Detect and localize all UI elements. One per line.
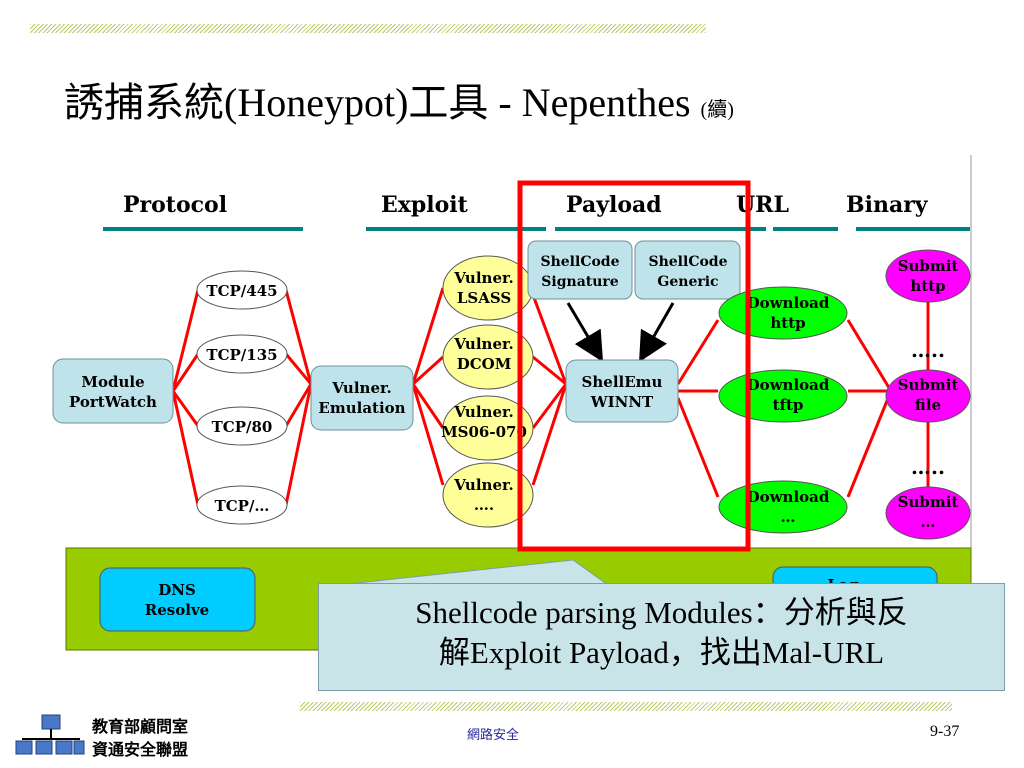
vuln-emulation-label-1: Vulner. (331, 379, 391, 397)
shellcode-generic-label-2: Generic (657, 274, 718, 290)
vulner-dcom-label-2: DCOM (457, 355, 512, 373)
footer-logo: 教育部顧問室 資通安全聯盟 (14, 713, 244, 763)
port-ellipse-other (196, 485, 288, 525)
vulner-other-ellipse (442, 462, 534, 528)
module-label-1: Module (81, 373, 144, 391)
ellipsis-upper: ….. (911, 338, 945, 362)
shellcode-signature-box (527, 240, 633, 300)
footer-course-title: 網路安全 (467, 728, 520, 743)
submit-file-ellipse (885, 369, 971, 423)
download-other-ellipse (718, 480, 848, 534)
vulner-other-label-1: Vulner. (453, 476, 513, 494)
download-http-label-1: Download (747, 294, 830, 312)
vulner-ms06-ellipse (442, 395, 534, 461)
dns-resolve-box (99, 567, 256, 632)
download-other-label-1: Download (747, 488, 830, 506)
shellcode-arrows (566, 302, 675, 363)
vulner-other-label-2: …. (474, 496, 494, 514)
logo-line-2: 資通安全聯盟 (92, 740, 188, 759)
flow-edges (171, 287, 930, 506)
submit-http-label-2: http (910, 277, 945, 295)
download-tftp-label-1: Download (747, 376, 830, 394)
port-label-445: TCP/445 (206, 282, 277, 300)
submit-http-label-1: Submit (898, 257, 959, 275)
submit-http-ellipse (885, 249, 971, 303)
download-http-label-2: http (770, 314, 805, 332)
page-number: 9-37 (930, 723, 960, 740)
port-ellipse-135 (196, 334, 288, 374)
submit-other-label-2: … (921, 513, 936, 531)
column-header-binary: Binary (846, 192, 929, 218)
port-label-135: TCP/135 (206, 346, 277, 364)
payload-highlight-box (517, 180, 751, 552)
shellcode-generic-label-1: ShellCode (648, 254, 727, 270)
column-header-protocol: Protocol (123, 192, 227, 218)
vulner-dcom-ellipse (442, 324, 534, 390)
dns-label-2: Resolve (145, 601, 209, 619)
column-header-payload: Payload (566, 192, 662, 218)
ellipsis-lower: ….. (911, 455, 945, 479)
shellemu-label-2: WINNT (590, 393, 654, 411)
vulner-ms06-label-2: MS06-070 (441, 423, 527, 441)
port-ellipse-445 (196, 270, 288, 310)
download-tftp-ellipse (718, 369, 848, 423)
shellcode-generic-box (634, 240, 741, 300)
port-label-other: TCP/… (215, 497, 270, 515)
shellemu-box (565, 359, 679, 423)
column-header-url: URL (736, 192, 789, 218)
vuln-emulation-label-2: Emulation (318, 399, 405, 417)
vulner-ms06-label-1: Vulner. (453, 403, 513, 421)
submit-other-label-1: Submit (898, 493, 959, 511)
shellemu-label-1: ShellEmu (582, 373, 663, 391)
note-line-1: Shellcode parsing Modules：分析與反 (415, 595, 908, 630)
port-label-80: TCP/80 (212, 418, 273, 436)
title-suffix: (續) (700, 99, 734, 121)
vulner-lsass-label-2: LSASS (457, 289, 511, 307)
column-header-exploit: Exploit (381, 192, 469, 218)
note-line-2: 解Exploit Payload，找出Mal-URL (438, 635, 885, 670)
shellcode-signature-label-2: Signature (541, 274, 618, 290)
port-ellipse-80 (196, 406, 288, 446)
slide-title: 誘捕系統(Honeypot)工具 - Nepenthes (續) (64, 70, 734, 128)
vuln-emulation-box (310, 365, 414, 431)
top-hatch-bar (30, 24, 706, 33)
submit-other-ellipse (885, 486, 971, 540)
dns-label-1: DNS (158, 581, 196, 599)
vulner-lsass-label-1: Vulner. (453, 269, 513, 287)
submit-file-label-1: Submit (898, 376, 959, 394)
download-http-ellipse (718, 286, 848, 340)
module-portwatch-box (52, 358, 174, 424)
vulner-dcom-label-1: Vulner. (453, 335, 513, 353)
title-main: 誘捕系統(Honeypot)工具 - Nepenthes (64, 80, 701, 125)
network-icon (15, 714, 85, 755)
logo-line-1: 教育部顧問室 (92, 717, 188, 736)
download-tftp-label-2: tftp (773, 396, 804, 414)
submit-file-label-2: file (915, 396, 941, 414)
shellcode-note-callout: Shellcode parsing Modules：分析與反 解Exploit … (318, 583, 1005, 691)
bottom-hatch-bar (300, 702, 952, 711)
download-other-label-2: … (781, 508, 796, 526)
shellcode-signature-label-1: ShellCode (540, 254, 619, 270)
module-label-2: PortWatch (69, 393, 157, 411)
